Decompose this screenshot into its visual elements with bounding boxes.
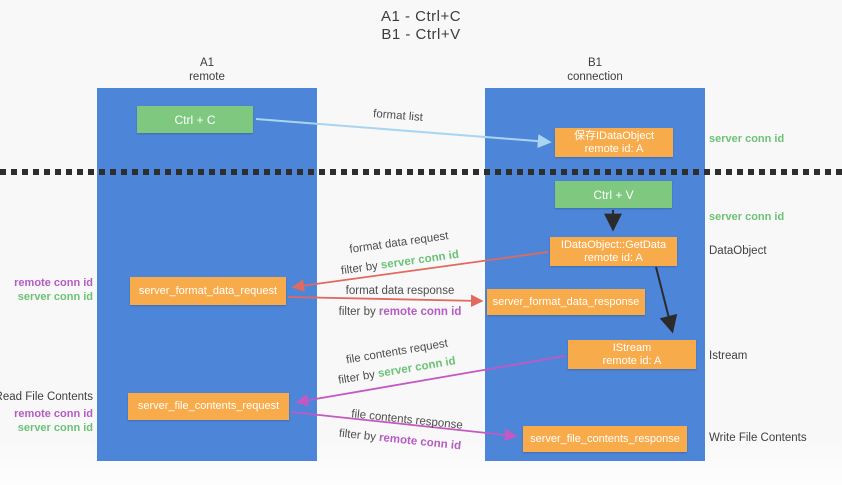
- dotted-divider: [0, 169, 842, 175]
- node-idataobject-getdata-line1: IDataObject::GetData: [560, 238, 667, 251]
- node-istream: IStream remote id: A: [568, 340, 696, 369]
- node-server-file-contents-request: server_file_contents_request: [128, 393, 289, 420]
- node-idataobject-getdata: IDataObject::GetData remote id: A: [550, 237, 677, 266]
- right-label-write-file-contents: Write File Contents: [709, 432, 807, 444]
- node-istream-line1: IStream: [612, 341, 652, 354]
- node-server-file-contents-response: server_file_contents_response: [523, 426, 687, 452]
- filter-key-server-conn-id: server conn id: [380, 248, 460, 272]
- node-server-format-data-response: server_format_data_response: [487, 289, 645, 315]
- left-label-read-file-contents: Read File Contents: [0, 391, 93, 403]
- label-format-list: format list: [372, 108, 424, 124]
- node-ctrl-c-label: Ctrl + C: [174, 112, 216, 127]
- right-label-server-conn-id-top: server conn id: [709, 133, 785, 145]
- filter-key-remote-conn-id: remote conn id: [378, 306, 462, 318]
- title-line-b1: B1 - Ctrl+V: [381, 26, 461, 43]
- filter-by-text: filter by: [337, 368, 380, 387]
- node-server-file-contents-request-label: server_file_contents_request: [137, 400, 280, 412]
- title-line-a1: A1 - Ctrl+C: [380, 8, 462, 25]
- lifeline-a1-name: A1: [199, 57, 215, 69]
- node-idataobject-getdata-line2: remote id: A: [584, 251, 643, 264]
- node-ctrl-c: Ctrl + C: [137, 106, 253, 133]
- filter-by-text: filter by: [340, 259, 382, 278]
- node-save-idataobject-line1: 保存IDataObject: [573, 129, 655, 142]
- lifeline-header-a1: A1 remote: [97, 56, 317, 84]
- node-server-format-data-request: server_format_data_request: [130, 277, 286, 305]
- label-format-data-response-filter: filter by remote conn id: [339, 306, 462, 318]
- left-label-server-conn-id-top: server conn id: [17, 291, 93, 303]
- node-server-format-data-response-label: server_format_data_response: [492, 295, 640, 308]
- node-ctrl-v: Ctrl + V: [555, 181, 672, 208]
- right-label-istream: Istream: [709, 350, 748, 362]
- lifeline-b1-role: connection: [567, 71, 623, 83]
- label-file-contents-response: file contents response: [350, 408, 464, 432]
- left-label-remote-conn-id-top: remote conn id: [14, 277, 93, 289]
- left-label-remote-conn-id-bottom: remote conn id: [14, 408, 93, 420]
- node-server-format-data-request-label: server_format_data_request: [138, 284, 278, 297]
- node-save-idataobject-line2: remote id: A: [584, 142, 644, 155]
- label-format-data-response: format data response: [345, 285, 455, 297]
- node-istream-line2: remote id: A: [602, 354, 662, 367]
- node-save-idataobject: 保存IDataObject remote id: A: [555, 128, 673, 157]
- label-file-contents-response-filter: filter by remote conn id: [338, 428, 461, 453]
- lifeline-a1-role: remote: [189, 71, 225, 83]
- left-label-server-conn-id-bottom: server conn id: [17, 422, 93, 434]
- node-server-file-contents-response-label: server_file_contents_response: [530, 432, 680, 445]
- filter-by-text: filter by: [338, 306, 379, 318]
- lifeline-b1-name: B1: [587, 57, 603, 69]
- diagram-title: A1 - Ctrl+C B1 - Ctrl+V: [0, 8, 842, 44]
- filter-key-remote-conn-id: remote conn id: [378, 431, 462, 453]
- right-label-dataobject: DataObject: [709, 245, 767, 257]
- node-ctrl-v-label: Ctrl + V: [593, 187, 634, 202]
- right-label-server-conn-id-mid: server conn id: [709, 211, 785, 223]
- filter-by-text: filter by: [338, 427, 380, 444]
- lifeline-header-b1: B1 connection: [485, 56, 705, 84]
